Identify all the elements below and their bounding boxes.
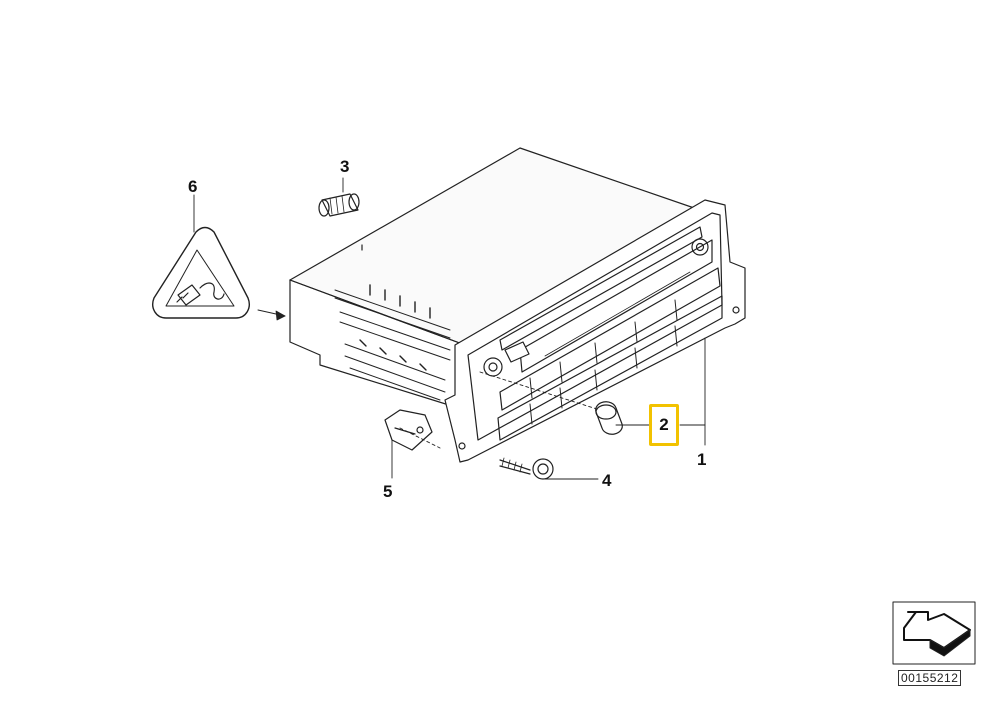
radio-unit-icon xyxy=(289,147,746,463)
callout-label-6: 6 xyxy=(188,177,198,196)
view-direction-icon xyxy=(892,601,976,665)
callout-label-2: 2 xyxy=(649,404,679,446)
electrical-warning-icon xyxy=(152,226,250,319)
knob-icon xyxy=(318,193,360,217)
document-number: 00155212 xyxy=(898,670,962,686)
callout-label-3: 3 xyxy=(340,157,350,176)
callout-label-1: 1 xyxy=(697,450,707,469)
callout-label-5: 5 xyxy=(383,482,393,501)
knob-icon xyxy=(595,401,623,435)
callout-label-4: 4 xyxy=(602,471,612,490)
screw-icon xyxy=(499,457,554,480)
